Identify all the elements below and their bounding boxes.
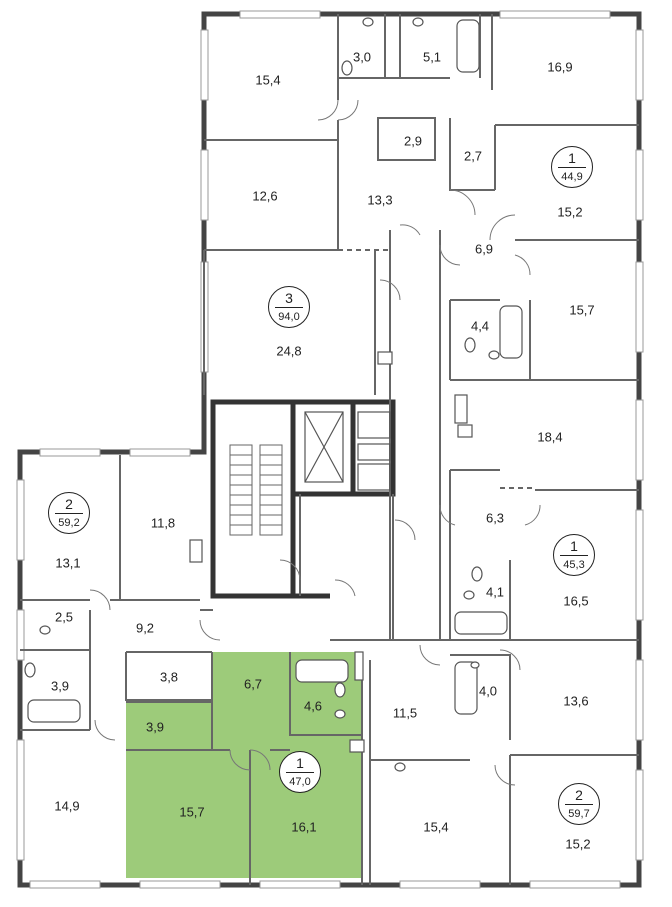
apartment-area: 94,0 — [278, 311, 300, 323]
room-area-label: 9,2 — [135, 620, 155, 636]
room-area-label: 6,9 — [474, 241, 494, 257]
room-area-label: 4,4 — [470, 318, 490, 334]
core-walls — [210, 399, 396, 599]
apartment-area: 47,0 — [289, 776, 311, 788]
room-area-label: 12,6 — [252, 188, 278, 204]
windows — [16, 10, 644, 889]
room-area-label: 15,7 — [569, 302, 595, 318]
badge-divider — [565, 804, 593, 805]
room-area-label: 18,4 — [537, 429, 563, 445]
room-area-label: 6,7 — [243, 676, 263, 692]
room-area-label: 24,8 — [276, 343, 302, 359]
room-area-label: 15,4 — [255, 72, 281, 88]
door-swings — [89, 99, 541, 786]
room-area-label: 13,6 — [563, 693, 589, 709]
apartment-rooms: 2 — [65, 496, 73, 512]
room-area-label: 15,4 — [423, 819, 449, 835]
apartment-badge: 2 59,2 — [48, 492, 90, 534]
selected-apartment-fill — [126, 652, 362, 878]
apartment-badge: 1 44,9 — [551, 146, 593, 188]
room-area-label: 11,8 — [150, 515, 176, 531]
apartment-area: 59,2 — [58, 517, 80, 529]
apartment-rooms: 1 — [296, 755, 304, 771]
room-area-label: 3,0 — [352, 49, 372, 65]
apartment-area: 59,7 — [568, 808, 590, 820]
apartment-rooms: 3 — [285, 290, 293, 306]
room-area-label: 3,8 — [159, 669, 179, 685]
badge-divider — [286, 772, 314, 773]
room-area-label: 15,2 — [557, 204, 583, 220]
badge-divider — [55, 513, 83, 514]
outer-walls — [17, 11, 642, 888]
bathroom-fixtures — [24, 17, 523, 772]
badge-divider — [560, 555, 588, 556]
room-area-label: 4,6 — [303, 698, 323, 714]
room-area-label: 3,9 — [145, 719, 165, 735]
apartment-badge: 2 59,7 — [558, 783, 600, 825]
apartment-badge: 3 94,0 — [268, 286, 310, 328]
apartment-area: 44,9 — [561, 171, 583, 183]
room-area-label: 5,1 — [422, 49, 442, 65]
apartment-rooms: 2 — [575, 787, 583, 803]
apartment-badge: 1 45,3 — [553, 534, 595, 576]
room-area-label: 15,7 — [179, 804, 205, 820]
room-area-label: 11,5 — [392, 705, 418, 721]
room-area-label: 4,0 — [478, 683, 498, 699]
room-area-label: 13,1 — [55, 555, 81, 571]
apartment-badge: 1 47,0 — [279, 751, 321, 793]
apartment-rooms: 1 — [570, 538, 578, 554]
room-area-label: 4,1 — [485, 584, 505, 600]
apartment-area: 45,3 — [563, 559, 585, 571]
badge-divider — [558, 167, 586, 168]
apartment-rooms: 1 — [568, 150, 576, 166]
room-area-label: 2,9 — [403, 133, 423, 149]
elevator-shaft — [304, 411, 391, 491]
room-area-label: 3,9 — [50, 678, 70, 694]
room-area-label: 16,5 — [563, 593, 589, 609]
room-area-label: 2,5 — [54, 609, 74, 625]
badge-divider — [275, 307, 303, 308]
staircase — [229, 444, 283, 536]
room-area-label: 2,7 — [463, 148, 483, 164]
room-area-label: 6,3 — [485, 510, 505, 526]
room-area-label: 16,9 — [547, 59, 573, 75]
room-area-label: 15,2 — [565, 836, 591, 852]
room-area-label: 14,9 — [54, 798, 80, 814]
room-area-label: 16,1 — [291, 819, 317, 835]
room-area-label: 13,3 — [367, 192, 393, 208]
